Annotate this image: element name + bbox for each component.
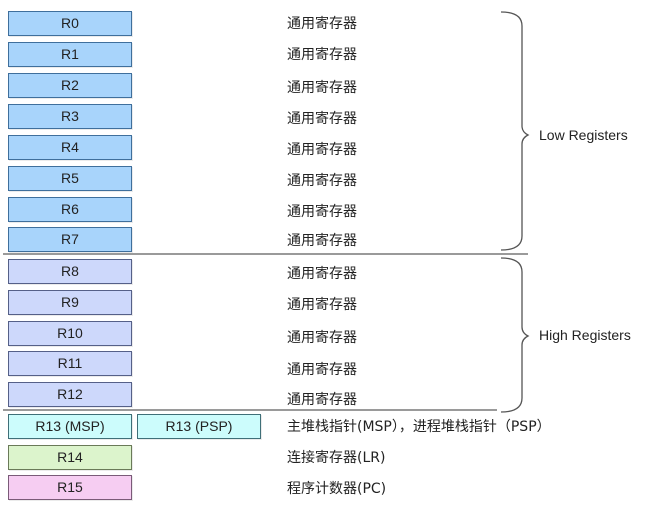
register-r12-desc: 通用寄存器: [287, 392, 357, 408]
register-r3: R3: [8, 104, 132, 129]
register-r4: R4: [8, 135, 132, 160]
register-r1-desc: 通用寄存器: [287, 47, 357, 63]
register-r6-desc: 通用寄存器: [287, 204, 357, 220]
register-r1: R1: [8, 42, 132, 67]
register-r7: R7: [8, 227, 132, 252]
low-high-separator: [3, 253, 528, 255]
register-r5-desc: 通用寄存器: [287, 173, 357, 189]
register-r11: R11: [8, 351, 132, 376]
register-r5: R5: [8, 166, 132, 191]
register-r7-desc: 通用寄存器: [287, 233, 357, 249]
register-r3-desc: 通用寄存器: [287, 111, 357, 127]
low-registers-label: Low Registers: [539, 127, 628, 143]
register-r9: R9: [8, 290, 132, 315]
register-r8-desc: 通用寄存器: [287, 266, 357, 282]
register-r13-psp: R13 (PSP): [137, 414, 261, 439]
register-r11-desc: 通用寄存器: [287, 362, 357, 378]
register-r13-msp: R13 (MSP): [8, 414, 132, 439]
high-registers-label: High Registers: [539, 327, 631, 343]
register-r0: R0: [8, 11, 132, 36]
register-r2: R2: [8, 73, 132, 98]
high-registers-brace: [500, 257, 530, 413]
high-special-separator: [3, 409, 497, 411]
register-r15-desc: 程序计数器(PC): [287, 481, 387, 497]
register-r6: R6: [8, 197, 132, 222]
register-r4-desc: 通用寄存器: [287, 142, 357, 158]
register-r8: R8: [8, 259, 132, 284]
register-r15: R15: [8, 475, 132, 500]
register-r14: R14: [8, 445, 132, 470]
low-registers-brace: [500, 11, 530, 251]
register-r12: R12: [8, 382, 132, 407]
register-r9-desc: 通用寄存器: [287, 297, 357, 313]
register-r10-desc: 通用寄存器: [287, 330, 357, 346]
register-r2-desc: 通用寄存器: [287, 80, 357, 96]
register-r10: R10: [8, 321, 132, 346]
register-r14-desc: 连接寄存器(LR): [287, 450, 386, 466]
register-r0-desc: 通用寄存器: [287, 16, 357, 32]
register-r13-desc: 主堆栈指针(MSP），进程堆栈指针（PSP）: [287, 419, 551, 435]
